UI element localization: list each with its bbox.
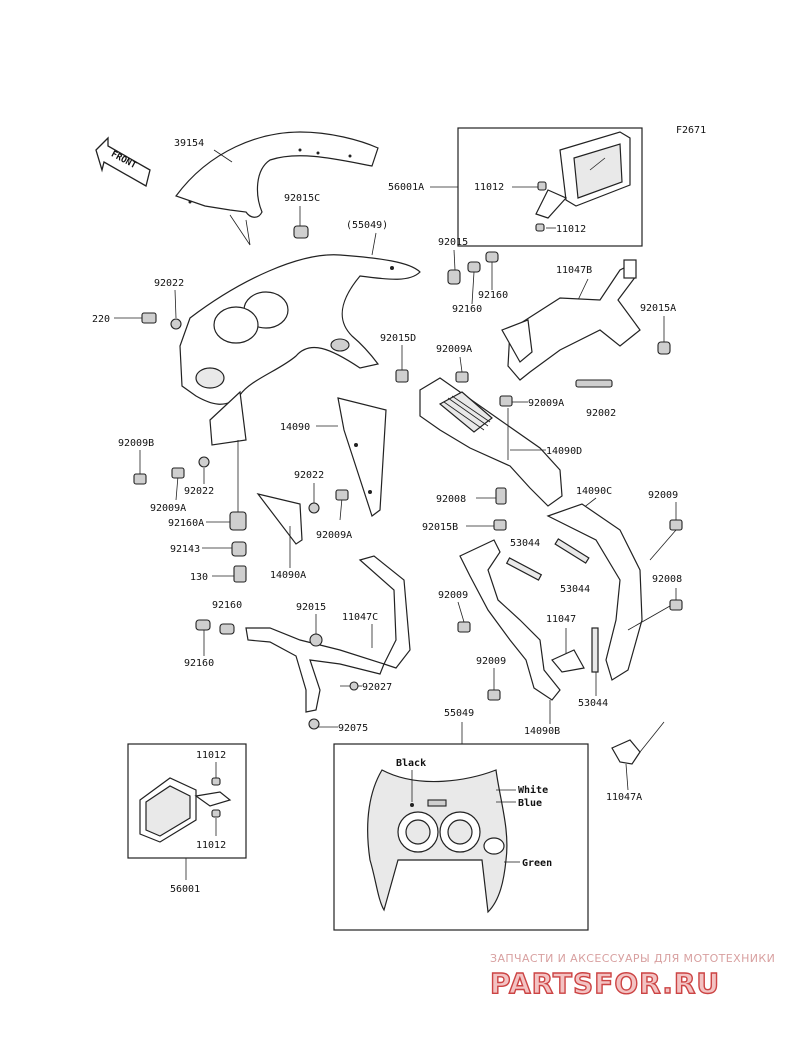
- mirror-right-part: [535, 131, 631, 219]
- label-11012-d: 11012: [196, 840, 226, 851]
- label-56001: 56001: [170, 884, 200, 895]
- label-92009-c: 92009: [476, 656, 506, 667]
- label-92022-a: 92022: [154, 278, 184, 289]
- label-11012-c: 11012: [196, 750, 226, 761]
- windshield-part: [175, 131, 379, 246]
- bolt-92002: [575, 379, 613, 388]
- panel-14090B-part: [459, 539, 585, 701]
- label-92015A: 92015A: [640, 303, 676, 314]
- label-14090B: 14090B: [524, 726, 560, 737]
- bracket-11047A-part: [611, 739, 641, 765]
- label-14090: 14090: [280, 422, 310, 433]
- grommet-92015C: [293, 225, 309, 239]
- label-55049: 55049: [444, 708, 474, 719]
- label-92160-b: 92160: [452, 304, 482, 315]
- watermark-line2: PARTSFOR.RU: [490, 967, 720, 1000]
- label-92008-b: 92008: [652, 574, 682, 585]
- label-92143: 92143: [170, 544, 200, 555]
- label-92015C: 92015C: [284, 193, 320, 204]
- label-92022-c: 92022: [294, 470, 324, 481]
- label-130: 130: [190, 572, 208, 583]
- watermark-logo: ЗАПЧАСТИ И АКСЕССУАРЫ ДЛЯ МОТОТЕХНИКИ PA…: [489, 952, 775, 1001]
- front-arrow-icon: FRONT: [95, 136, 151, 187]
- diagram-code: F2671: [676, 125, 706, 136]
- side-panel-14090D-part: [419, 377, 563, 507]
- label-14090C: 14090C: [576, 486, 612, 497]
- label-92015D: 92015D: [380, 333, 416, 344]
- label-92008-a: 92008: [436, 494, 466, 505]
- panel-14090A-part: [256, 493, 303, 545]
- watermark-line1: ЗАПЧАСТИ И АКСЕССУАРЫ ДЛЯ МОТОТЕХНИКИ: [490, 952, 775, 965]
- label-92027: 92027: [362, 682, 392, 693]
- cowl-color-box: [333, 743, 589, 931]
- side-panel-14090-part: [337, 397, 387, 517]
- label-39154: 39154: [174, 138, 204, 149]
- label-92009A-b: 92009A: [528, 398, 564, 409]
- label-92009A-c: 92009A: [150, 503, 186, 514]
- upper-cowl-part: [179, 254, 421, 446]
- label-92015-b: 92015: [296, 602, 326, 613]
- label-11047A: 11047A: [606, 792, 642, 803]
- label-55049-paren: (55049): [346, 220, 388, 231]
- label-92009B: 92009B: [118, 438, 154, 449]
- label-56001A: 56001A: [388, 182, 424, 193]
- label-53044-c: 53044: [578, 698, 608, 709]
- mirror-left-part: [139, 777, 232, 843]
- front-cowl-part: [367, 769, 508, 914]
- label-11047: 11047: [546, 614, 576, 625]
- label-92022-b: 92022: [184, 486, 214, 497]
- color-white-label: White: [518, 784, 548, 796]
- label-92015: 92015: [438, 237, 468, 248]
- label-92160-d: 92160: [184, 658, 214, 669]
- color-green-label: Green: [522, 858, 552, 869]
- label-92009-b: 92009: [438, 590, 468, 601]
- label-92015B: 92015B: [422, 522, 458, 533]
- label-92075: 92075: [338, 723, 368, 734]
- label-92009A-a: 92009A: [436, 344, 472, 355]
- label-53044-a: 53044: [510, 538, 540, 549]
- label-220: 220: [92, 314, 110, 325]
- panel-14090C-part: [546, 503, 643, 681]
- label-14090D: 14090D: [546, 446, 582, 457]
- label-92160-a: 92160: [478, 290, 508, 301]
- label-11012-b: 11012: [556, 224, 586, 235]
- mirror-left-box: [127, 743, 247, 859]
- label-92002: 92002: [586, 408, 616, 419]
- color-black-label: Black: [396, 758, 426, 769]
- label-11047B: 11047B: [556, 265, 592, 276]
- label-92160A: 92160A: [168, 518, 204, 529]
- label-92009-a: 92009: [648, 490, 678, 501]
- label-92009A-d: 92009A: [316, 530, 352, 541]
- color-blue-label: Blue: [518, 798, 542, 809]
- label-53044-b: 53044: [560, 584, 590, 595]
- label-11047C: 11047C: [342, 612, 378, 623]
- label-14090A: 14090A: [270, 570, 306, 581]
- label-92160-c: 92160: [212, 600, 242, 611]
- label-11012-a: 11012: [474, 182, 504, 193]
- bracket-11047B-part: [501, 259, 641, 381]
